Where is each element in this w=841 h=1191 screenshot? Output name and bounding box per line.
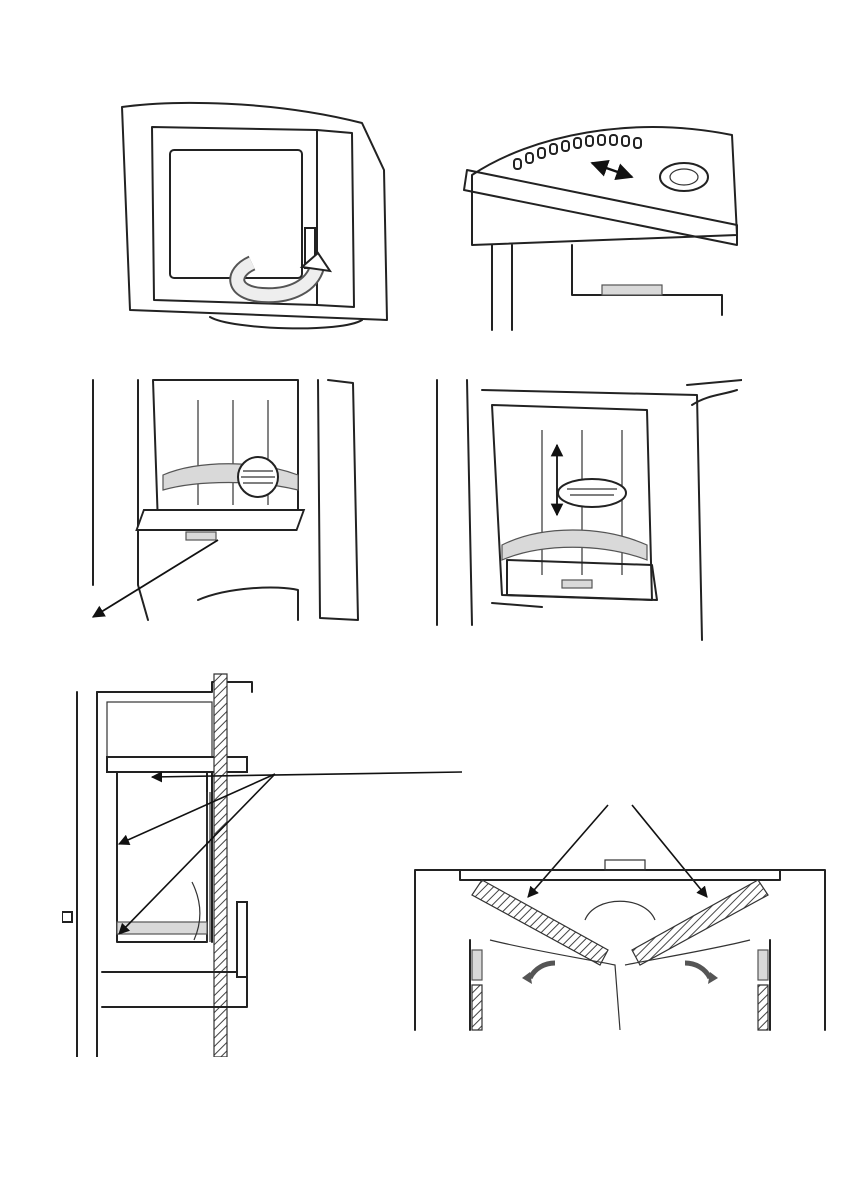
ash-pan [186,532,216,540]
vent-slots [514,135,641,169]
ash-pan-drawing [88,375,388,625]
figure-top-view [410,800,830,1050]
grate-lift-drawing [432,375,742,645]
flow-arrow-icon [685,963,710,978]
wall-layer [214,674,227,1057]
side-section-drawing [62,672,462,1057]
right-baffle [632,880,768,965]
regulator-drawing [452,95,752,345]
stove-door-drawing [112,95,402,345]
figure-door-handle [112,95,402,345]
round-grate [558,479,626,507]
pointer-arrows-top [528,805,707,897]
figure-grate-lift [432,375,742,645]
pull-out-arrow-icon [93,540,218,617]
door-glass [170,150,302,278]
double-arrow-icon [592,163,632,177]
figure-air-regulator [452,95,752,345]
left-baffle [472,880,608,965]
figure-ash-pan [88,375,388,625]
figure-side-section [62,672,462,1057]
top-view-drawing [410,800,830,1050]
flow-arrow-icon [530,963,555,978]
flue-outlet [660,163,708,191]
